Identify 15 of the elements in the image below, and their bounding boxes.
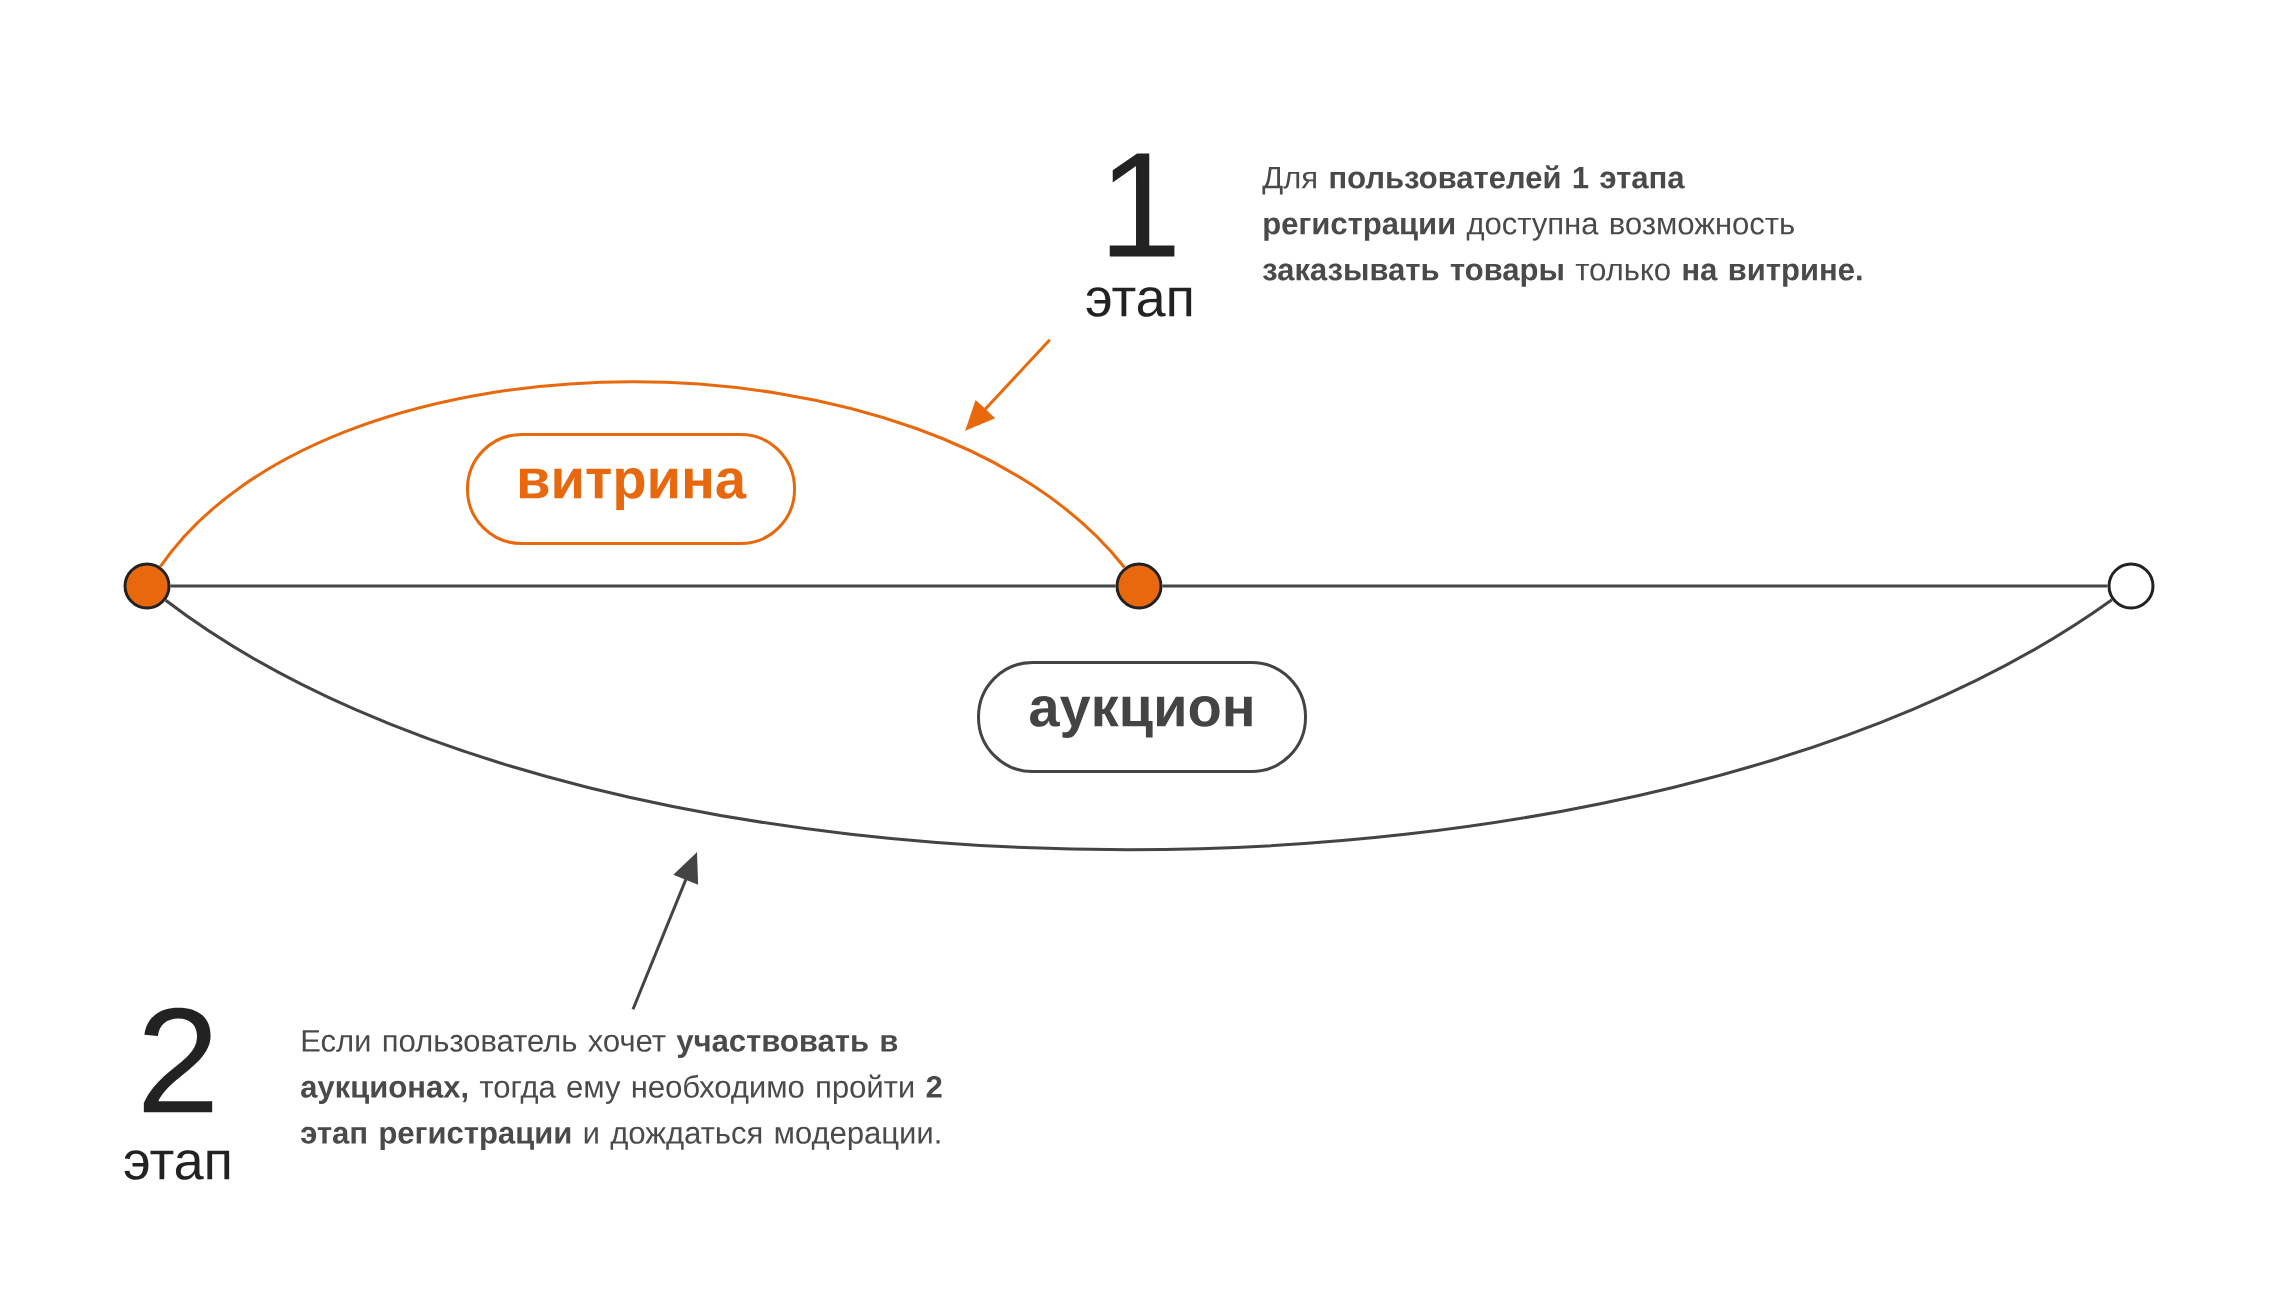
description-text: Если пользователь хочет участвовать в аукционах, тогда ему необходимо пройти 2 этап регистрации и дождаться модерации. (301, 1030, 942, 1150)
connector-line (159, 380, 1126, 569)
stage-word: этап (1086, 287, 1192, 317)
description-text: Для пользователей 1 этапа регистрации доступна возможность заказывать товары только на витрине. (1262, 165, 1862, 287)
connector-line (1162, 584, 2108, 588)
stage-word: этап (124, 1150, 230, 1180)
rounded-label: витрина (466, 433, 796, 545)
connector-line (164, 598, 2113, 852)
stage-number: 2 (143, 1007, 213, 1113)
stage-number: 1 (1109, 153, 1175, 257)
node-circle (1115, 562, 1163, 610)
rounded-label: аукцион (977, 661, 1307, 773)
connector-line (170, 584, 1116, 588)
node-circle (123, 562, 171, 610)
node-circle (2107, 562, 2155, 610)
